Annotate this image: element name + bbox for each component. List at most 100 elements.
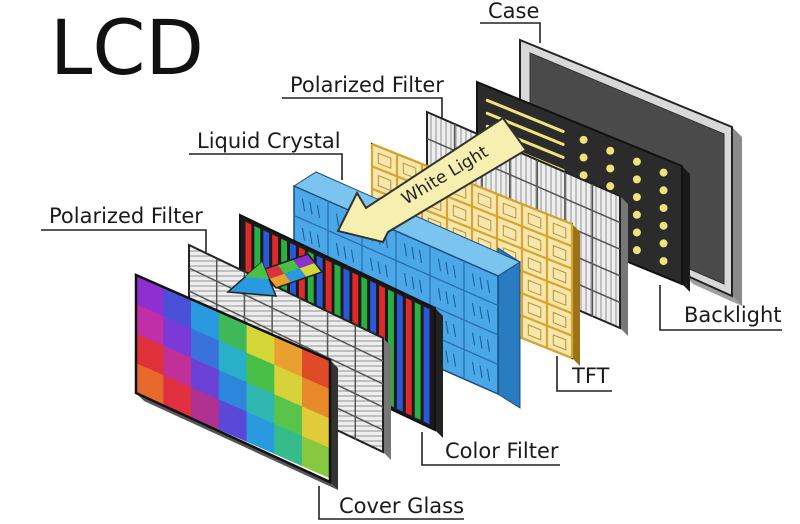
label-polarized-filter-back: Polarized Filter [290,73,444,97]
liquid-crystal-molecule [437,288,442,301]
liquid-crystal-molecule [335,213,340,227]
case-bottom-depth [683,274,742,306]
tft-cell [477,214,492,232]
liquid-crystal-molecule [343,246,347,260]
backlight-led-dot [659,204,668,212]
tft-cell [527,324,542,341]
liquid-crystal-molecule [335,243,340,256]
leader-liquid-crystal [189,153,343,180]
tft-cell [527,301,542,319]
liquid-crystal-molecule [418,250,423,263]
liquid-crystal-molecule [452,294,457,308]
backlight-led-dot [579,153,588,162]
liquid-crystal-molecule [486,339,491,352]
liquid-crystal-molecule [486,280,491,293]
liquid-crystal-molecule [479,306,483,320]
tft-cell [477,192,492,210]
colored-arrow-body-outline [260,253,324,289]
liquid-crystal-molecule [452,324,457,337]
label-tft: TFT [571,364,610,388]
liquid-crystal-molecule [316,234,321,248]
tft-cell [502,224,517,242]
tft-line [371,165,573,248]
tft-cell [552,222,567,240]
backlight-led-dot [632,210,641,219]
liquid-crystal-molecule [411,276,415,290]
backlight-led-dot [659,239,668,248]
leader-tft [556,356,612,392]
liquid-crystal-molecule [486,309,491,323]
tft-cell [552,244,567,262]
liquid-crystal-molecule [479,276,483,290]
liquid-crystal-row [293,214,499,307]
backlight-led-dot [659,221,668,230]
backlight-strip [485,111,565,146]
liquid-crystal-molecule [479,365,483,379]
backlight-depth [682,166,690,292]
liquid-crystal-molecule [452,353,457,367]
liquid-crystal-molecule [471,332,476,346]
title: LCD [50,3,204,92]
label-liquid-crystal: Liquid Crystal [197,129,341,153]
liquid-crystal-molecule [309,201,313,215]
label-cover-glass: Cover Glass [339,494,464,518]
polarized-filter-front-grid-row [188,290,384,385]
polarized-filter-front-grid-row [188,267,384,362]
tft-cell [552,334,567,351]
cover-glass-layer [134,273,338,490]
liquid-crystal-molecule [445,291,449,305]
tft-cell [452,204,467,222]
liquid-crystal-molecule [445,350,449,364]
cover-glass-depth [330,360,338,490]
leader-color-filter [421,432,560,466]
liquid-crystal-molecule [471,362,476,375]
liquid-crystal-molecule [445,320,449,334]
tft-cell [527,279,542,297]
tft-cell [527,257,542,274]
tft-depth [572,224,580,366]
tft-cell [552,289,567,307]
leader-polarized-filter-back [282,97,443,118]
tft-cell [527,234,542,252]
liquid-crystal-molecule [301,198,306,212]
color-filter-stripe [414,302,421,420]
label-backlight: Backlight [684,303,782,327]
liquid-crystal-molecule [445,261,449,275]
white-light-arrow-shape [336,116,528,244]
colored-light-arrow [226,253,324,297]
label-polarized-filter-front: Polarized Filter [49,204,203,228]
tft-cell [527,212,542,230]
liquid-crystal-molecule [471,273,476,287]
liquid-crystal-molecule [301,228,306,241]
liquid-crystal-molecule [369,258,374,271]
case-depth [732,127,742,306]
backlight-led-dot [606,182,615,191]
liquid-crystal-molecule [479,335,483,349]
polarized-filter-front-depth [383,338,391,460]
colored-arrow-head-shade [245,262,269,279]
label-color-filter: Color Filter [445,439,559,463]
leader-case [480,22,541,43]
backlight-led-dot [632,175,641,184]
liquid-crystal-molecule [486,368,491,382]
polarized-filter-back-depth [620,196,628,336]
backlight-led-dot [579,135,588,144]
liquid-crystal-molecule [309,231,313,245]
backlight-led-dot [659,257,668,266]
backlight-strip [485,98,565,133]
tft-cell [502,202,517,220]
liquid-crystal-molecule [418,279,423,293]
backlight-led-dot [632,157,641,166]
color-filter-depth [435,308,443,438]
tft-cell [377,152,392,170]
backlight-led-dot [606,146,615,155]
liquid-crystal-molecule [452,265,457,278]
liquid-crystal-molecule [316,205,321,218]
liquid-crystal-molecule [403,273,408,286]
backlight-led-dot [659,168,668,177]
tft-cell [552,267,567,284]
backlight-led-dot [632,228,641,237]
cover-glass-frame [134,273,332,484]
tft-line [371,142,573,226]
liquid-crystal-molecule [471,303,476,316]
